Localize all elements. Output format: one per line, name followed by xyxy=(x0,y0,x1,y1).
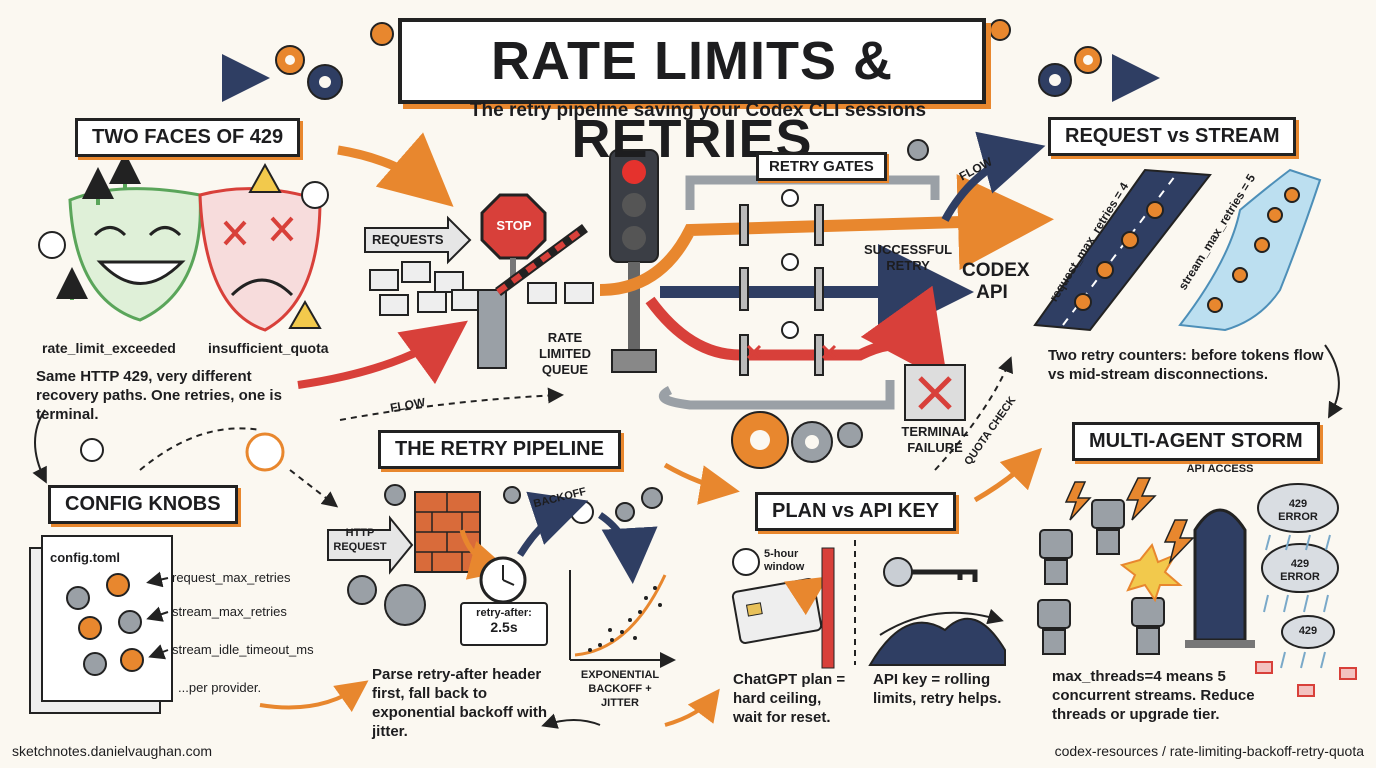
stopwatch-icon xyxy=(479,500,594,604)
key-icon xyxy=(883,557,978,587)
error-x-icon xyxy=(746,344,837,360)
section-arrow xyxy=(32,409,47,484)
explosion-icon xyxy=(1119,542,1183,603)
pipe xyxy=(658,380,895,410)
flow-arrow-red xyxy=(297,320,468,389)
page-title: RATE LIMITS & RETRIES xyxy=(398,18,986,169)
pipe xyxy=(685,175,940,210)
flow-arrow xyxy=(541,713,601,729)
page-subtitle: The retry pipeline saving your Codex CLI… xyxy=(469,100,927,121)
backoff-chart-caption: EXPONENTIAL BACKOFF + JITTER xyxy=(580,669,660,709)
section-heading-multi-agent-storm: MULTI-AGENT STORM xyxy=(1072,422,1320,461)
brick-wall-icon xyxy=(414,491,481,573)
retry-after-badge: retry-after: 2.5s xyxy=(460,602,548,646)
section-heading-request-vs-stream: REQUEST vs STREAM xyxy=(1048,117,1297,156)
backoff-arrow xyxy=(517,491,589,557)
pointer-arrow xyxy=(146,571,169,660)
requests-arrow-icon xyxy=(364,215,472,265)
road-request-icon xyxy=(1033,168,1212,332)
stream-river-icon xyxy=(1178,168,1322,332)
flow-arrow xyxy=(663,462,740,505)
config-file-name: config.toml xyxy=(50,550,121,565)
stopwatch-icon xyxy=(38,181,329,472)
section-heading-two-faces: TWO FACES OF 429 xyxy=(75,118,301,157)
knob-label-request-max-retries: request_max_retries xyxy=(172,570,291,585)
flow-dashed-line xyxy=(339,387,564,421)
rain-icon xyxy=(1263,534,1331,669)
footer-right-path: codex-resources / rate-limiting-backoff-… xyxy=(1054,743,1364,759)
envelope-icon xyxy=(369,261,594,316)
sad-mask-icon xyxy=(198,187,322,332)
robot-icon xyxy=(1037,499,1165,655)
error-cloud-label-3: 429 xyxy=(1298,625,1318,637)
stop-sign-icon xyxy=(480,193,547,283)
http-request-arrow-icon xyxy=(327,515,414,575)
flow-arrow xyxy=(973,447,1043,503)
quota-check-dashed-line xyxy=(934,356,1013,471)
api-key-note: API key = rolling limits, retry helps. xyxy=(873,671,1002,707)
plan-note: ChatGPT plan = hard ceiling, wait for re… xyxy=(733,671,846,726)
two-faces-note: Same HTTP 429, very different recovery p… xyxy=(36,368,282,423)
gear-icon xyxy=(275,19,1102,100)
envelope-icon xyxy=(1255,661,1357,697)
section-heading-config-knobs: CONFIG KNOBS xyxy=(48,485,238,524)
traffic-light-icon xyxy=(609,149,659,373)
lightning-icon xyxy=(1064,477,1195,565)
gear-icon xyxy=(731,139,929,469)
pipeline-note: Parse retry-after header first, fall bac… xyxy=(372,666,548,740)
retry-after-label: retry-after: xyxy=(476,607,532,619)
hard-ceiling-wall-icon xyxy=(821,547,835,669)
http-request-label: HTTP REQUEST xyxy=(333,527,387,553)
gear-icon xyxy=(347,484,663,626)
knob-label-stream-idle-timeout: stream_idle_timeout_ms xyxy=(172,642,314,657)
flow-dashed-line xyxy=(139,427,261,471)
barrier-gate-icon xyxy=(477,223,588,369)
retry-after-value: 2.5s xyxy=(490,619,518,635)
label-insufficient-quota: insufficient_quota xyxy=(208,340,329,356)
knob-label-stream-max-retries: stream_max_retries xyxy=(172,604,287,619)
retry-gate-icon xyxy=(739,204,824,376)
backoff-arrow xyxy=(597,512,658,584)
warning-icon xyxy=(248,162,322,329)
flow-dashed-line xyxy=(289,469,339,508)
clock-icon xyxy=(732,548,760,576)
wave-icon xyxy=(868,608,1006,666)
flow-arrow xyxy=(337,132,454,207)
stop-sign-label: STOP xyxy=(496,218,532,233)
section-heading-retry-pipeline: THE RETRY PIPELINE xyxy=(378,430,621,469)
error-cloud-label-2: 429 ERROR xyxy=(1280,558,1320,583)
footer-left-credit: sketchnotes.danielvaughan.com xyxy=(12,743,213,759)
clock-icon xyxy=(781,189,799,339)
path-arrow-success xyxy=(599,174,1054,296)
api-access-label: API ACCESS xyxy=(1186,463,1254,475)
ceiling-arrow xyxy=(783,576,829,616)
knob-footer: ...per provider. xyxy=(178,680,262,695)
storm-note: max_threads=4 means 5 concurrent streams… xyxy=(1052,668,1255,723)
codex-api-label: CODEX API xyxy=(962,260,1030,303)
requests-label: REQUESTS xyxy=(372,232,444,247)
label-rate-limit-exceeded: rate_limit_exceeded xyxy=(42,340,176,356)
queue-label: RATE LIMITED QUEUE xyxy=(539,330,591,377)
request-vs-stream-note: Two retry counters: before tokens flow v… xyxy=(1048,347,1324,383)
error-cloud-label-1: 429 ERROR xyxy=(1278,498,1318,523)
flow-arrow-navy xyxy=(941,131,1046,222)
successful-retry-label: SUCCESSFUL RETRY xyxy=(863,242,953,273)
up-arrow-icon xyxy=(56,152,141,300)
section-heading-plan-vs-api-key: PLAN vs API KEY xyxy=(755,492,957,531)
trash-bin-icon xyxy=(904,364,966,421)
backoff-chart-icon xyxy=(569,570,672,660)
flow-arrow xyxy=(259,680,369,712)
terminal-failure-label: TERMINAL FAILURE xyxy=(901,424,969,455)
knob-icon xyxy=(66,573,144,676)
retry-gates-heading: RETRY GATES xyxy=(756,152,887,181)
happy-mask-icon xyxy=(68,187,202,322)
window-label: 5-hour window xyxy=(764,548,805,573)
section-arrow xyxy=(1324,344,1343,419)
error-cloud-icon xyxy=(1257,483,1339,649)
flow-arrow xyxy=(664,688,720,727)
api-door-icon xyxy=(1185,508,1255,648)
